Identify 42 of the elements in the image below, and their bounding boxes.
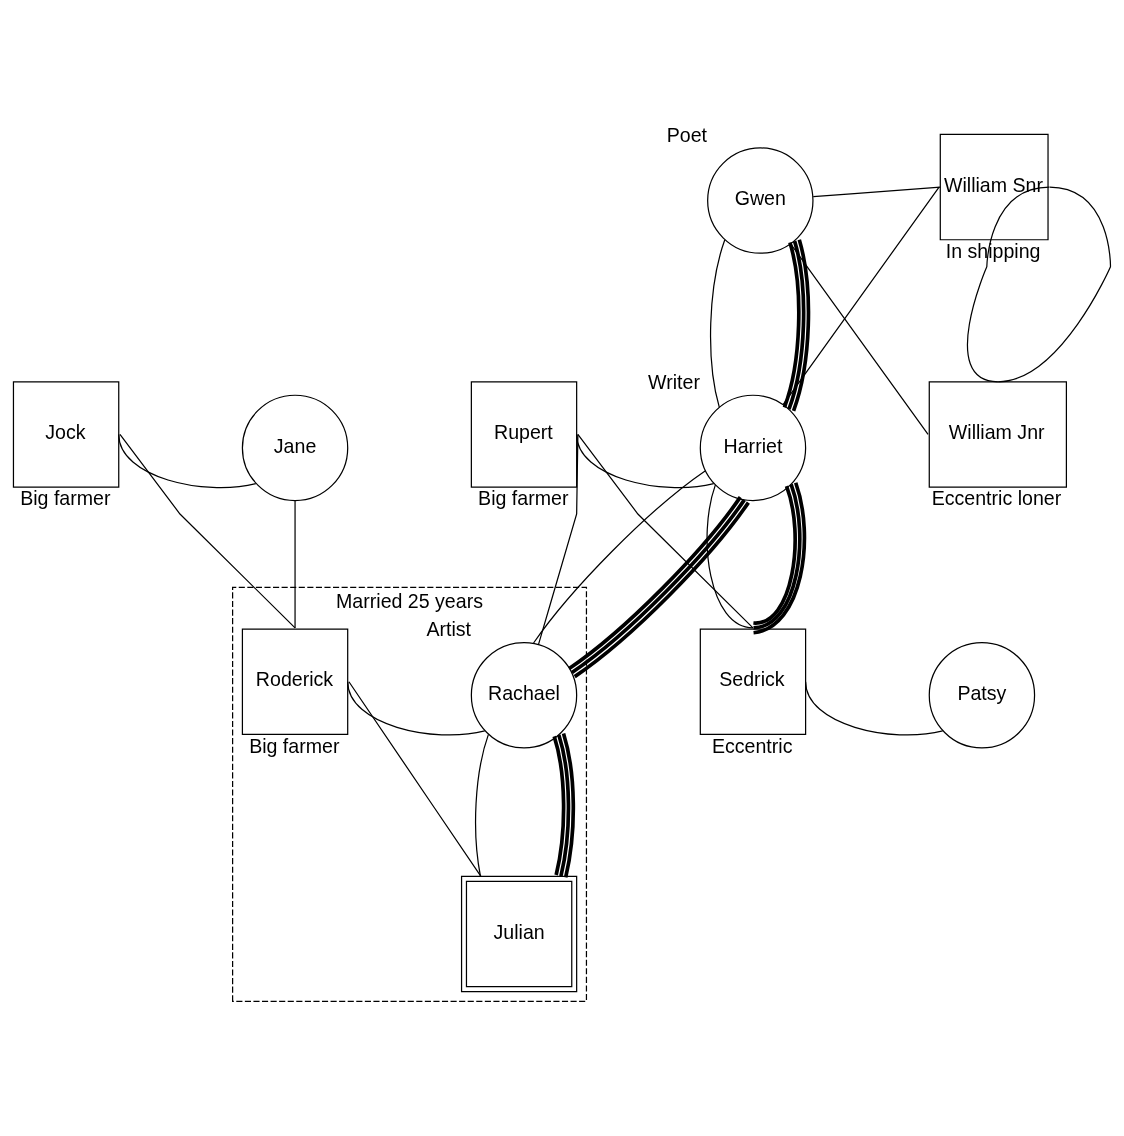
connector: [475, 733, 490, 877]
node-label: Eccentric: [711, 734, 793, 757]
connector: [118, 433, 257, 488]
node-box: William Jnr: [928, 380, 1067, 488]
node-label: Artist: [426, 617, 472, 640]
node-box: Julian: [460, 875, 578, 992]
node-circle: Patsy: [928, 641, 1036, 748]
node-label: Big farmer: [20, 486, 111, 509]
node-circle: Harriet: [699, 394, 807, 501]
node-label: Poet: [666, 123, 707, 146]
node-circle: Rachael: [470, 641, 578, 748]
connector: [782, 186, 940, 405]
connector: [706, 483, 754, 628]
connector: [812, 186, 941, 197]
node-label: Big farmer: [249, 734, 340, 757]
node-box: Sedrick: [699, 628, 807, 735]
connector: [537, 433, 579, 645]
node-circle: Jane: [241, 394, 349, 501]
connector: [348, 680, 482, 877]
connector: [577, 433, 754, 628]
connector: [805, 680, 944, 735]
node-box: Jock: [12, 380, 120, 488]
connector: [967, 186, 1050, 382]
node-label: Big farmer: [478, 486, 569, 509]
connector: [552, 732, 576, 878]
node-box: Rupert: [470, 380, 578, 488]
connector: [294, 499, 296, 628]
connector: [997, 186, 1112, 382]
node-box: William Snr: [939, 133, 1049, 240]
node-circle: Gwen: [707, 146, 814, 254]
connector: [709, 238, 726, 408]
connector: [568, 495, 750, 678]
connector: [532, 469, 707, 644]
node-box: Roderick: [241, 628, 349, 735]
connector: [347, 680, 486, 735]
node-label: Eccentric loner: [931, 486, 1062, 509]
connector: [119, 433, 296, 628]
connector: [782, 238, 811, 411]
connector: [753, 481, 807, 635]
node-label: Writer: [648, 370, 700, 393]
connector: [790, 242, 929, 435]
connector: [576, 433, 715, 488]
